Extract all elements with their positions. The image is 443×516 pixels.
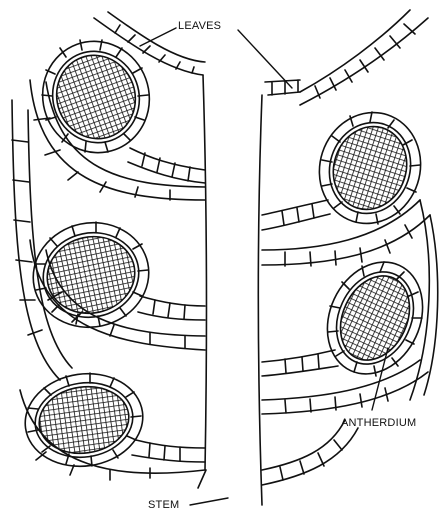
- right-shoot: [258, 10, 440, 505]
- label-leaves: LEAVES: [178, 20, 221, 32]
- stem-leader: [190, 498, 228, 505]
- right-stem: [258, 95, 262, 505]
- antheridium-left-1: [27, 26, 205, 183]
- label-antherdium: ANTHERDIUM: [341, 417, 416, 429]
- antheridium-left-3: [19, 366, 205, 474]
- left-stem: [203, 75, 206, 470]
- antheridium-right-1: [262, 99, 435, 236]
- leaf-top-right: [300, 10, 410, 92]
- leaves-leader-2: [238, 30, 292, 88]
- antheridium-left-2: [23, 212, 205, 338]
- antheridium-right-2: [262, 246, 440, 389]
- label-stem: STEM: [148, 499, 179, 511]
- left-shoot: [12, 12, 206, 488]
